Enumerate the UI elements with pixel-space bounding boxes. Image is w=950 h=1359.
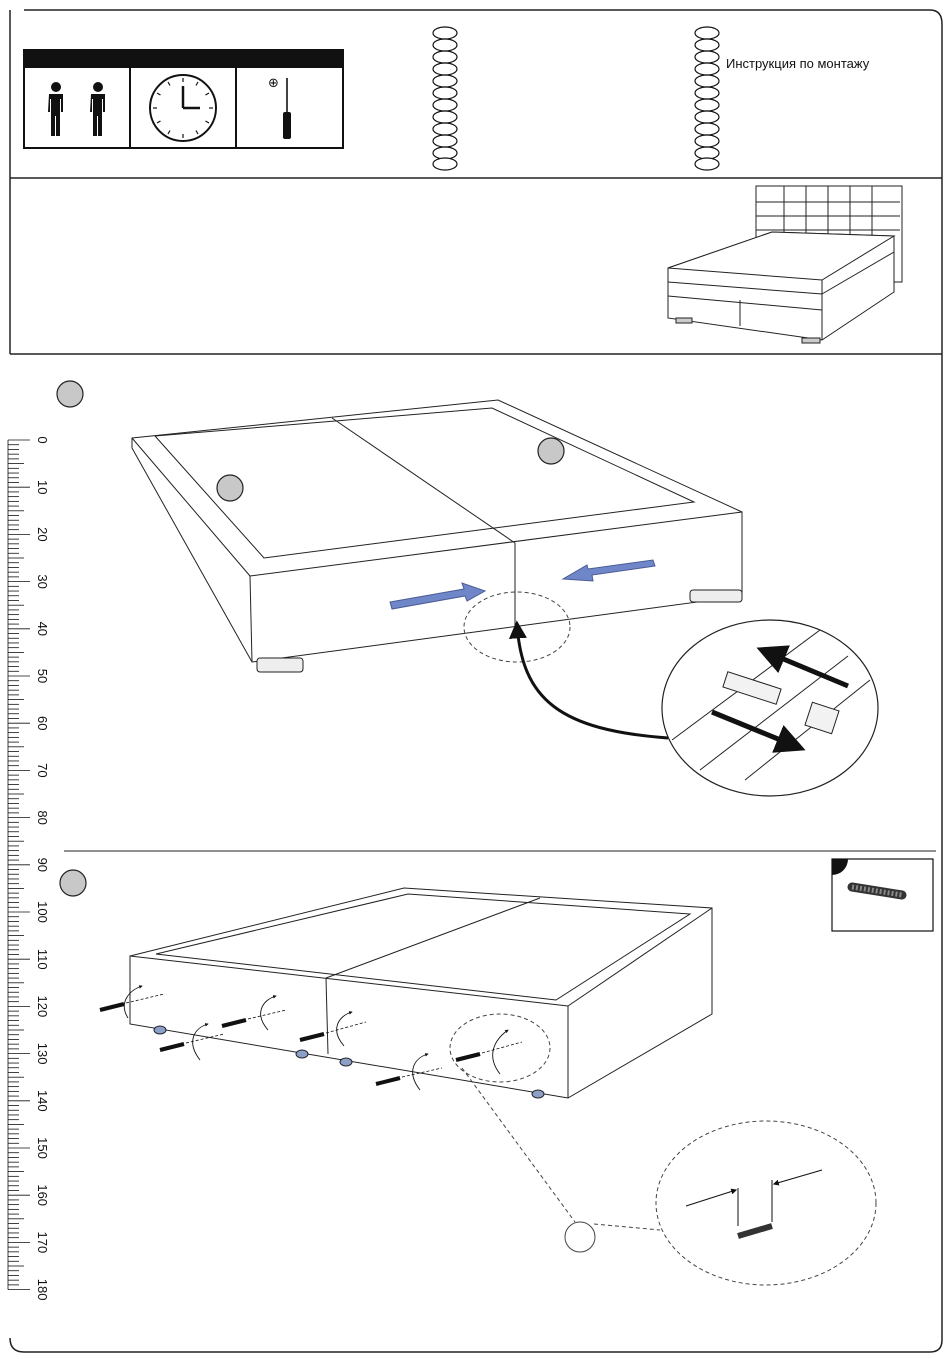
callout-circle	[565, 1222, 595, 1252]
step-1-bed-base	[132, 400, 742, 662]
ruler-label: 180	[35, 1279, 50, 1301]
ruler-label: 10	[35, 480, 50, 494]
rod-length-detail	[656, 1121, 876, 1285]
ruler-label: 40	[35, 622, 50, 636]
ruler-label: 90	[35, 858, 50, 872]
ruler-label: 130	[35, 1043, 50, 1065]
ruler-label: 100	[35, 901, 50, 923]
clock-icon	[150, 75, 216, 141]
language-ovals-left	[433, 27, 457, 170]
ruler-label: 150	[35, 1137, 50, 1159]
ruler-label: 110	[35, 949, 50, 970]
ruler-label: 140	[35, 1090, 50, 1112]
connector-detail-view	[662, 620, 878, 796]
language-ovals-right	[695, 27, 719, 170]
part-badge-b	[538, 438, 564, 464]
measuring-ruler: 0 10 20 30 40 50 60 70 80 90 100 110 120 130 140 150 160…	[8, 436, 50, 1300]
instruction-title: Инструкция по монтажу	[726, 56, 869, 71]
ruler-label: 60	[35, 716, 50, 730]
bed-overview-illustration	[668, 186, 902, 343]
ruler-label: 20	[35, 527, 50, 541]
step-1-badge	[57, 381, 83, 407]
ruler-label: 30	[35, 574, 50, 588]
step-2-badge	[60, 870, 86, 896]
step-2-bed-base	[130, 888, 712, 1098]
ruler-label: 160	[35, 1184, 50, 1206]
detail-pointer-arrow	[517, 624, 668, 738]
ruler-label: 120	[35, 996, 50, 1018]
ruler-label: 170	[35, 1232, 50, 1254]
part-badge-a	[217, 475, 243, 501]
part-box	[832, 859, 933, 931]
ruler-label: 80	[35, 810, 50, 824]
ruler-label: 50	[35, 669, 50, 683]
ruler-label: 0	[35, 436, 50, 443]
phillips-symbol: ⊕	[268, 76, 279, 91]
ruler-label: 70	[35, 763, 50, 777]
